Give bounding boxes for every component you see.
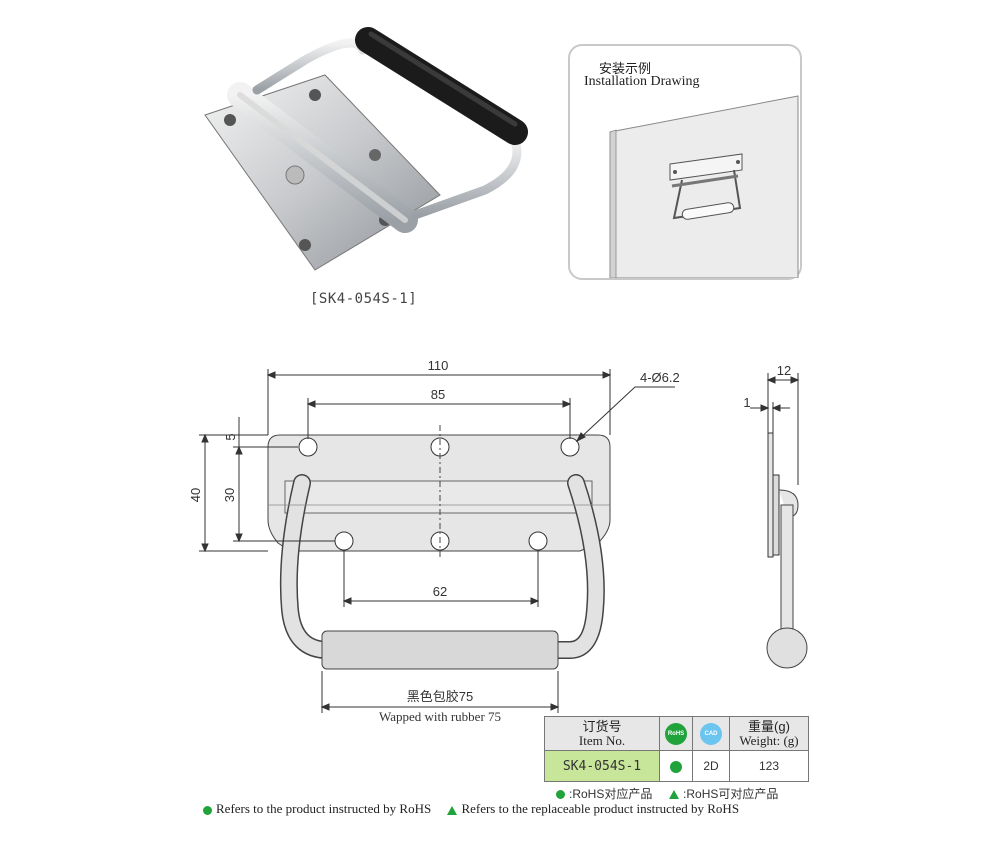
dim-hole-spacing-vertical: 30 <box>222 488 237 502</box>
installation-panel: 安装示例 Installation Drawing <box>568 44 802 280</box>
installation-illustration <box>609 95 799 278</box>
rohs-badge-icon: RoHS <box>665 722 687 745</box>
weight-cell: 123 <box>729 750 809 782</box>
product-photo <box>185 20 545 290</box>
legend-cn-rohs: :RoHS对应产品 <box>569 787 653 801</box>
installation-title-en: Installation Drawing <box>584 74 700 89</box>
dim-width-total: 110 <box>428 358 449 373</box>
cad-cell: 2D <box>692 750 730 782</box>
dim-height-total: 40 <box>190 488 203 502</box>
dim-grip-en: Wapped with rubber 75 <box>379 709 501 724</box>
product-code-caption: [SK4-054S-1] <box>310 291 418 307</box>
table-header-row: 订货号 Item No. RoHS CAD 重量(g) Weight: (g) <box>544 716 809 751</box>
item-no-cell: SK4-054S-1 <box>544 750 660 782</box>
dim-grip-cn: 黑色包胶75 <box>407 689 473 704</box>
rohs-dot-icon <box>203 805 212 815</box>
dim-hole-note: 4-Ø6.2 <box>640 370 680 385</box>
legend-cn: :RoHS对应产品 :RoHS可对应产品 <box>556 785 778 802</box>
header-weight: 重量(g) Weight: (g) <box>729 716 809 751</box>
legend-en-rohs: Refers to the product instructed by RoHS <box>216 801 432 816</box>
rohs-dot-icon <box>670 760 682 773</box>
cad-file-icon: CAD <box>700 722 722 745</box>
legend-en: Refers to the product instructed by RoHS… <box>203 801 739 817</box>
side-dim-depth: 12 <box>777 363 791 378</box>
header-rohs: RoHS <box>659 716 693 751</box>
dim-hole-spacing-bottom: 62 <box>433 584 447 599</box>
rohs-dot-icon <box>556 790 565 800</box>
rohs-cell <box>659 750 693 782</box>
legend-en-replaceable: Refers to the replaceable product instru… <box>461 801 740 816</box>
rohs-triangle-icon <box>447 805 458 815</box>
dim-edge-offset: 5 <box>223 433 238 440</box>
header-cad: CAD <box>692 716 730 751</box>
rohs-triangle-icon <box>669 790 680 800</box>
order-table: 订货号 Item No. RoHS CAD 重量(g) Weight: (g) … <box>544 716 809 782</box>
dim-hole-spacing-top: 85 <box>431 387 445 402</box>
side-dim-thickness: 1 <box>743 395 750 410</box>
legend-cn-replaceable: :RoHS可对应产品 <box>683 787 779 801</box>
installation-title-cn: 安装示例 <box>598 61 651 76</box>
header-item-no: 订货号 Item No. <box>544 716 660 751</box>
table-row: SK4-054S-1 2D 123 <box>544 750 809 782</box>
technical-drawing: 110 85 4-Ø6.2 5 40 30 62 黑色包胶75 Wapped w… <box>190 358 808 724</box>
